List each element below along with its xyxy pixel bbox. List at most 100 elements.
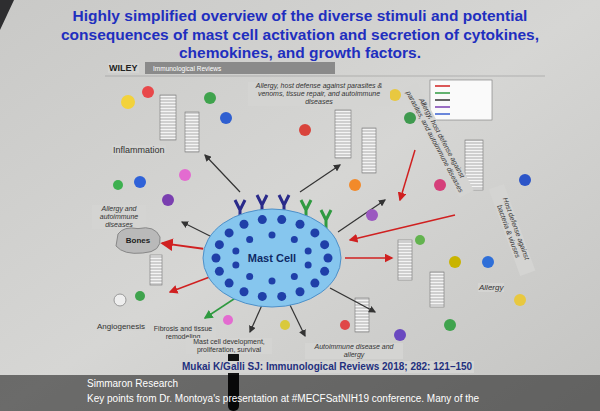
- granule: [258, 292, 267, 301]
- region-label: Autoimmune disease and allergy: [305, 343, 403, 359]
- granule: [320, 240, 329, 249]
- mediator-dot: [444, 319, 456, 331]
- granule: [296, 287, 305, 296]
- legend-box: [430, 80, 492, 120]
- mast-cell: Mast Cell: [202, 208, 342, 308]
- mediator-dot: [223, 315, 233, 325]
- granule: [320, 267, 329, 276]
- cell-membrane: [203, 209, 341, 307]
- mediator-dot: [340, 320, 350, 330]
- mediator-dot: [449, 256, 461, 268]
- granule: [277, 215, 286, 224]
- granule: [232, 262, 239, 269]
- granule: [246, 273, 253, 280]
- mediator-dot: [349, 179, 361, 191]
- cytokine-list: [362, 128, 376, 173]
- arrow: [250, 305, 262, 332]
- cytokine-list: [150, 255, 162, 285]
- mediator-dot: [162, 194, 174, 206]
- granule: [225, 228, 234, 237]
- legend-line: [435, 85, 450, 87]
- granule: [258, 215, 267, 224]
- mediator-dot: [519, 174, 531, 186]
- mediator-dot: [299, 124, 311, 136]
- node-text: Bones: [126, 236, 150, 245]
- mediator-dot: [220, 112, 232, 124]
- arrow: [290, 305, 305, 336]
- region-label: Key points from Dr. Montoya's presentati…: [86, 393, 480, 405]
- arrow: [338, 200, 385, 232]
- mediator-dot: [394, 329, 406, 341]
- legend-line: [435, 99, 450, 101]
- arrow: [400, 150, 415, 200]
- granule: [310, 228, 319, 237]
- granule: [215, 240, 224, 249]
- region-label: Allergy, host defense against parasites …: [248, 82, 390, 106]
- mediator-dot: [113, 180, 123, 190]
- granule: [215, 267, 224, 276]
- bone-shape: Bones: [114, 225, 162, 255]
- region-label: WILEY: [108, 63, 139, 73]
- mediator-dot: [204, 92, 216, 104]
- arrow: [300, 165, 340, 192]
- cytokine-list: [430, 272, 444, 307]
- mediator-dot: [121, 95, 135, 109]
- mediator-dot: [514, 294, 526, 306]
- cytokine-list: [398, 240, 412, 280]
- granule: [240, 287, 249, 296]
- granule: [212, 254, 221, 263]
- granule: [296, 220, 305, 229]
- mediator-dot: [482, 256, 494, 268]
- legend-line: [435, 92, 450, 94]
- header-rule: [105, 76, 545, 77]
- journal-bar: [145, 62, 335, 74]
- arrow: [345, 257, 392, 259]
- bone-outline: [116, 228, 160, 254]
- granule: [291, 236, 298, 243]
- granule: [277, 292, 286, 301]
- legend-line: [435, 113, 450, 115]
- granule: [305, 262, 312, 269]
- slide-title: Highly simplified overview of the divers…: [28, 7, 572, 63]
- cytokine-list: [185, 112, 199, 152]
- legend-line: [435, 106, 450, 108]
- cytokine-list: [160, 95, 176, 140]
- arrow: [330, 288, 375, 312]
- citation: Mukai K/Galli SJ: Immunological Reviews …: [180, 361, 474, 373]
- region-label: Simmaron Research: [86, 378, 179, 390]
- node-text: Mast Cell: [248, 252, 296, 264]
- granule: [225, 279, 234, 288]
- granule: [269, 232, 276, 239]
- region-label: Mast cell development, proliferation, su…: [186, 338, 272, 354]
- region-label: Allergy: [478, 283, 504, 292]
- mediator-dot: [280, 320, 290, 330]
- arrow: [350, 215, 455, 240]
- region-label: Immunological Reviews: [152, 65, 222, 72]
- mediator-dot: [389, 89, 401, 101]
- mediator-dot: [114, 294, 126, 306]
- granule: [232, 247, 239, 254]
- region-label: Allergy and autoimmune diseases: [92, 205, 146, 229]
- connector-arrow: [162, 243, 203, 249]
- mediator-dot: [415, 235, 425, 245]
- granule: [324, 254, 333, 263]
- mediator-dot: [142, 86, 154, 98]
- mediator-dot: [366, 209, 378, 221]
- arrow: [205, 155, 240, 192]
- granule: [269, 278, 276, 285]
- granule: [291, 273, 298, 280]
- mediator-dot: [434, 179, 446, 191]
- watermark-band: [0, 375, 600, 411]
- granule: [310, 279, 319, 288]
- granule: [240, 220, 249, 229]
- mediator-dot: [135, 291, 145, 301]
- granule: [305, 247, 312, 254]
- mediator-dot: [179, 169, 191, 181]
- mediator-dot: [134, 176, 146, 188]
- cytokine-list: [335, 110, 351, 158]
- region-label: Inflammation: [112, 145, 166, 155]
- region-label: Angiogenesis: [96, 322, 146, 331]
- granule: [246, 236, 253, 243]
